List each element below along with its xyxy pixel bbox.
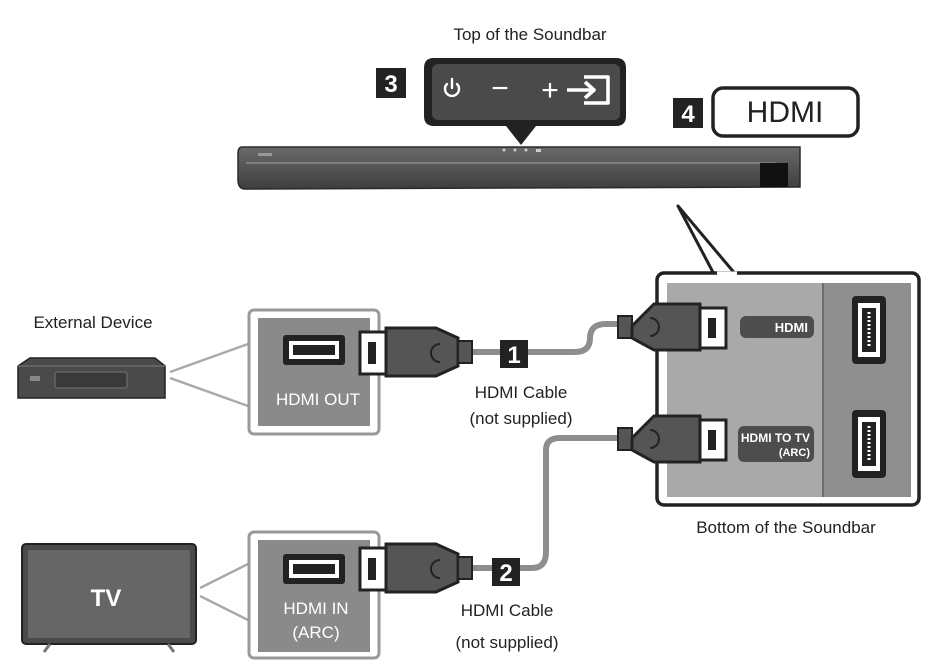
- external-device-zoom-lines: [169, 342, 249, 408]
- cable-2-label-line2: (not supplied): [455, 633, 558, 652]
- cable-2-label-line1: HDMI Cable: [461, 601, 554, 620]
- cable-1-wire: [472, 321, 622, 355]
- cable-2-left-connector: [358, 542, 473, 594]
- volume-down-icon: −: [491, 72, 509, 105]
- tv-zoom-lines: [199, 562, 249, 622]
- hdmi-out-port-label: HDMI OUT: [276, 390, 360, 409]
- tv-label: TV: [91, 585, 122, 612]
- soundbar-hdmi-port: [760, 163, 788, 187]
- hdmi-port-callout: [711, 86, 860, 138]
- soundbar-hdmi-label: HDMI: [775, 320, 808, 335]
- external-device-port-box: [247, 308, 381, 436]
- power-icon: [443, 77, 461, 98]
- volume-up-icon: +: [541, 74, 559, 107]
- cable-2-wire: [472, 435, 622, 571]
- top-of-soundbar-label: Top of the Soundbar: [453, 25, 606, 44]
- hdmi-in-port-label-line1: HDMI IN: [283, 599, 348, 618]
- callout-4-badge: [673, 98, 703, 128]
- top-panel-zoom: − +: [424, 58, 626, 145]
- external-device: [17, 357, 166, 399]
- callout-2-number: 2: [499, 560, 512, 587]
- cable-1-right-connector: [617, 302, 728, 352]
- bottom-panel-pointer: [676, 204, 739, 278]
- cable-1-label-line2: (not supplied): [469, 409, 572, 428]
- callout-1-badge: [500, 340, 528, 368]
- external-device-label: External Device: [33, 313, 152, 332]
- callout-3-badge: [376, 68, 406, 98]
- soundbar: [237, 146, 801, 190]
- cable-1-label-line1: HDMI Cable: [475, 383, 568, 402]
- callout-2-badge: [492, 558, 520, 586]
- callout-4-number: 4: [681, 101, 695, 128]
- input-source-icon: [567, 75, 610, 105]
- soundbar-arc-label-plate: [738, 426, 814, 462]
- tv-port-box: [247, 530, 381, 660]
- cable-1-left-connector: [358, 326, 473, 378]
- cable-2-right-connector: [617, 414, 728, 464]
- soundbar-arc-label-line2: (ARC): [779, 447, 810, 459]
- soundbar-arc-port-vertical: [852, 410, 886, 478]
- soundbar-hdmi-label-plate: [740, 316, 814, 338]
- soundbar-hdmi-port-vertical: [852, 296, 886, 364]
- bottom-of-soundbar-label: Bottom of the Soundbar: [696, 518, 876, 537]
- callout-3-number: 3: [384, 71, 397, 98]
- hdmi-in-port-label-line2: (ARC): [292, 623, 339, 642]
- soundbar-arc-label-line1: HDMI TO TV: [741, 431, 810, 445]
- hdmi-port-callout-label: HDMI: [747, 96, 824, 129]
- callout-1-number: 1: [507, 342, 520, 369]
- tv: [21, 543, 197, 653]
